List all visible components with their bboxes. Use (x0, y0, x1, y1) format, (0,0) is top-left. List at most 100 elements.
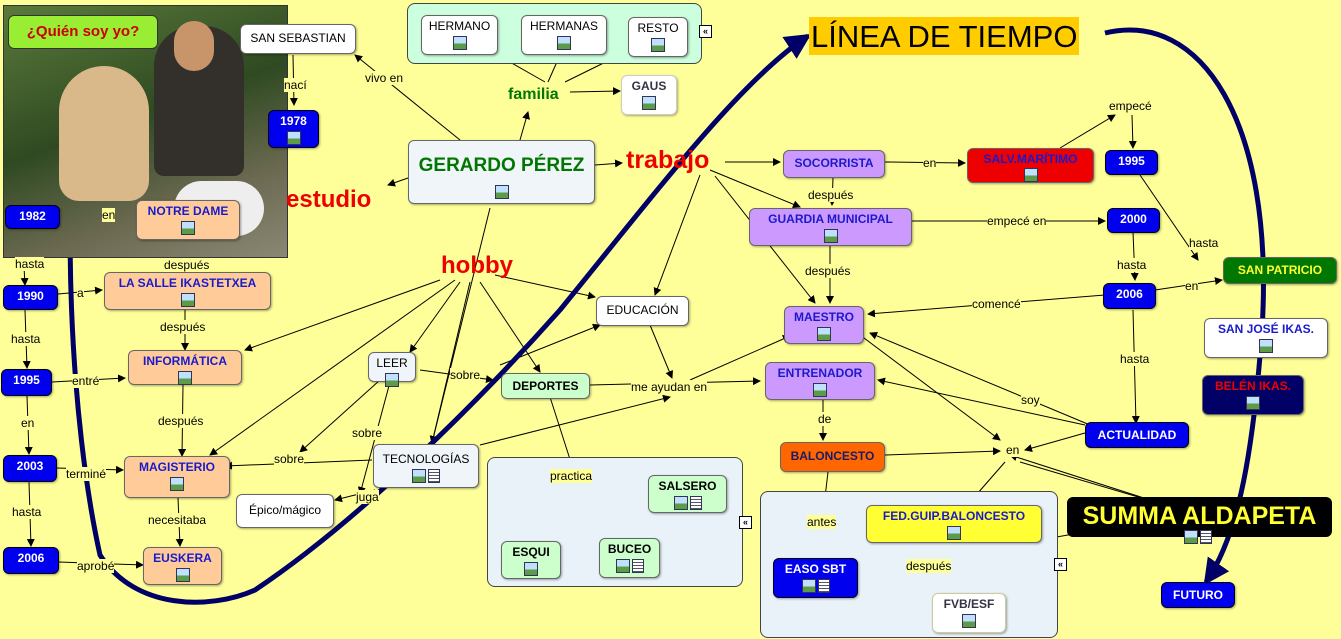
picture-icon[interactable] (286, 130, 301, 145)
node-san-jose[interactable]: SAN JOSÉ IKAS. (1204, 318, 1328, 358)
picture-icon[interactable] (385, 372, 399, 387)
node-2003[interactable]: 2003 (3, 455, 57, 482)
node-salv-maritimo[interactable]: SALV.MARÍTIMO (967, 148, 1094, 183)
dog-shape (59, 66, 149, 201)
picture-icon[interactable] (1246, 395, 1260, 410)
picture-icon[interactable] (962, 613, 976, 628)
link-label: sobre (450, 368, 481, 382)
document-icon[interactable] (1200, 529, 1212, 544)
document-icon[interactable] (428, 468, 440, 483)
center-node[interactable]: GERARDO PÉREZ (408, 140, 595, 204)
node-futuro[interactable]: FUTURO (1161, 582, 1235, 608)
picture-icon[interactable] (801, 578, 816, 593)
node-socorrista[interactable]: SOCORRISTA (783, 150, 885, 178)
document-icon[interactable] (631, 558, 644, 573)
link-label: vivo en (365, 71, 404, 85)
node-belen[interactable]: BELÉN IKAS. (1202, 375, 1304, 415)
collapse-icon[interactable]: « (739, 516, 752, 529)
picture-icon[interactable] (1184, 529, 1198, 544)
link-label: hasta (15, 257, 45, 271)
link-label: después (158, 414, 204, 428)
node-actualidad[interactable]: ACTUALIDAD (1085, 422, 1189, 448)
node-san-sebastian[interactable]: SAN SEBASTIAN (240, 24, 356, 54)
link-label: sobre (274, 452, 305, 466)
picture-icon[interactable] (673, 495, 688, 510)
link-label: hasta (1120, 352, 1150, 366)
node-tecnologias[interactable]: TECNOLOGÍAS (373, 444, 479, 488)
node-deportes[interactable]: DEPORTES (501, 373, 590, 399)
picture-icon[interactable] (651, 37, 665, 52)
node-1978[interactable]: 1978 (268, 110, 319, 148)
picture-icon[interactable] (947, 525, 961, 540)
link-label: en (1006, 443, 1020, 457)
link-label: hasta (1117, 258, 1147, 272)
node-leer[interactable]: LEER (368, 352, 416, 387)
node-hermano[interactable]: HERMANO (421, 15, 498, 55)
node-informatica[interactable]: INFORMÁTICA (128, 350, 242, 385)
link-label: a (77, 286, 84, 300)
document-icon[interactable] (817, 578, 830, 593)
link-label: en (102, 208, 116, 222)
section-trabajo: trabajo (626, 146, 710, 174)
picture-icon[interactable] (412, 468, 426, 483)
node-esqui[interactable]: ESQUI (501, 541, 561, 579)
link-label: después (808, 188, 854, 202)
link-label: terminé (66, 467, 107, 481)
section-familia: familia (508, 86, 559, 103)
picture-icon[interactable] (175, 567, 190, 582)
node-1995-left[interactable]: 1995 (1, 369, 52, 396)
picture-icon[interactable] (524, 561, 538, 576)
node-san-patricio[interactable]: SAN PATRICIO (1223, 257, 1337, 284)
node-fed-guip[interactable]: FED.GUIP.BALONCESTO (866, 505, 1042, 543)
node-1990[interactable]: 1990 (3, 285, 58, 310)
node-la-salle[interactable]: LA SALLE IKASTETXEA (104, 272, 271, 310)
node-1995-right[interactable]: 1995 (1105, 150, 1158, 175)
node-hermanas[interactable]: HERMANAS (521, 15, 607, 55)
picture-icon[interactable] (178, 370, 192, 385)
picture-icon[interactable] (642, 95, 656, 110)
node-resto[interactable]: RESTO (628, 17, 688, 57)
node-2006-right[interactable]: 2006 (1103, 283, 1156, 309)
picture-icon[interactable] (823, 228, 838, 243)
link-label: después (160, 320, 206, 334)
page-title: LÍNEA DE TIEMPO (809, 17, 1080, 55)
link-label: empecé (1109, 99, 1152, 113)
link-label: practica (550, 469, 593, 483)
node-gaus[interactable]: GAUS (621, 75, 677, 115)
node-guardia[interactable]: GUARDIA MUNICIPAL (749, 208, 912, 246)
node-fvb[interactable]: FVB/ESF (932, 593, 1006, 633)
node-1982[interactable]: 1982 (5, 205, 60, 229)
picture-icon[interactable] (1023, 167, 1038, 182)
node-euskera[interactable]: EUSKERA (143, 547, 222, 585)
picture-icon[interactable] (557, 35, 571, 50)
picture-icon[interactable] (452, 35, 467, 50)
collapse-icon[interactable]: « (699, 25, 712, 38)
picture-icon[interactable] (181, 220, 195, 235)
node-educacion[interactable]: EDUCACIÓN (596, 296, 689, 326)
link-label: después (805, 264, 851, 278)
node-2000[interactable]: 2000 (1107, 208, 1160, 233)
link-label: necesitaba (148, 513, 207, 527)
node-easo[interactable]: EASO SBT (773, 558, 858, 598)
picture-icon[interactable] (615, 558, 630, 573)
link-label: hasta (12, 505, 42, 519)
collapse-icon[interactable]: « (1054, 558, 1067, 571)
picture-icon[interactable] (180, 292, 195, 307)
node-baloncesto[interactable]: BALONCESTO (780, 442, 885, 472)
node-maestro[interactable]: MAESTRO (784, 306, 864, 344)
node-salsero[interactable]: SALSERO (648, 475, 727, 513)
picture-icon[interactable] (494, 184, 509, 199)
picture-icon[interactable] (813, 382, 827, 397)
link-label: antes (807, 515, 837, 529)
node-2006-left[interactable]: 2006 (3, 547, 59, 574)
picture-icon[interactable] (170, 476, 184, 491)
document-icon[interactable] (689, 495, 702, 510)
node-entrenador[interactable]: ENTRENADOR (765, 362, 875, 400)
picture-icon[interactable] (1259, 338, 1273, 353)
node-epico[interactable]: Épico/mágico (236, 494, 334, 528)
summa-node[interactable]: SUMMA ALDAPETA (1067, 497, 1332, 537)
node-notre-dame[interactable]: NOTRE DAME (136, 200, 240, 240)
node-buceo[interactable]: BUCEO (599, 538, 660, 578)
node-magisterio[interactable]: MAGISTERIO (124, 456, 230, 498)
picture-icon[interactable] (817, 326, 831, 341)
